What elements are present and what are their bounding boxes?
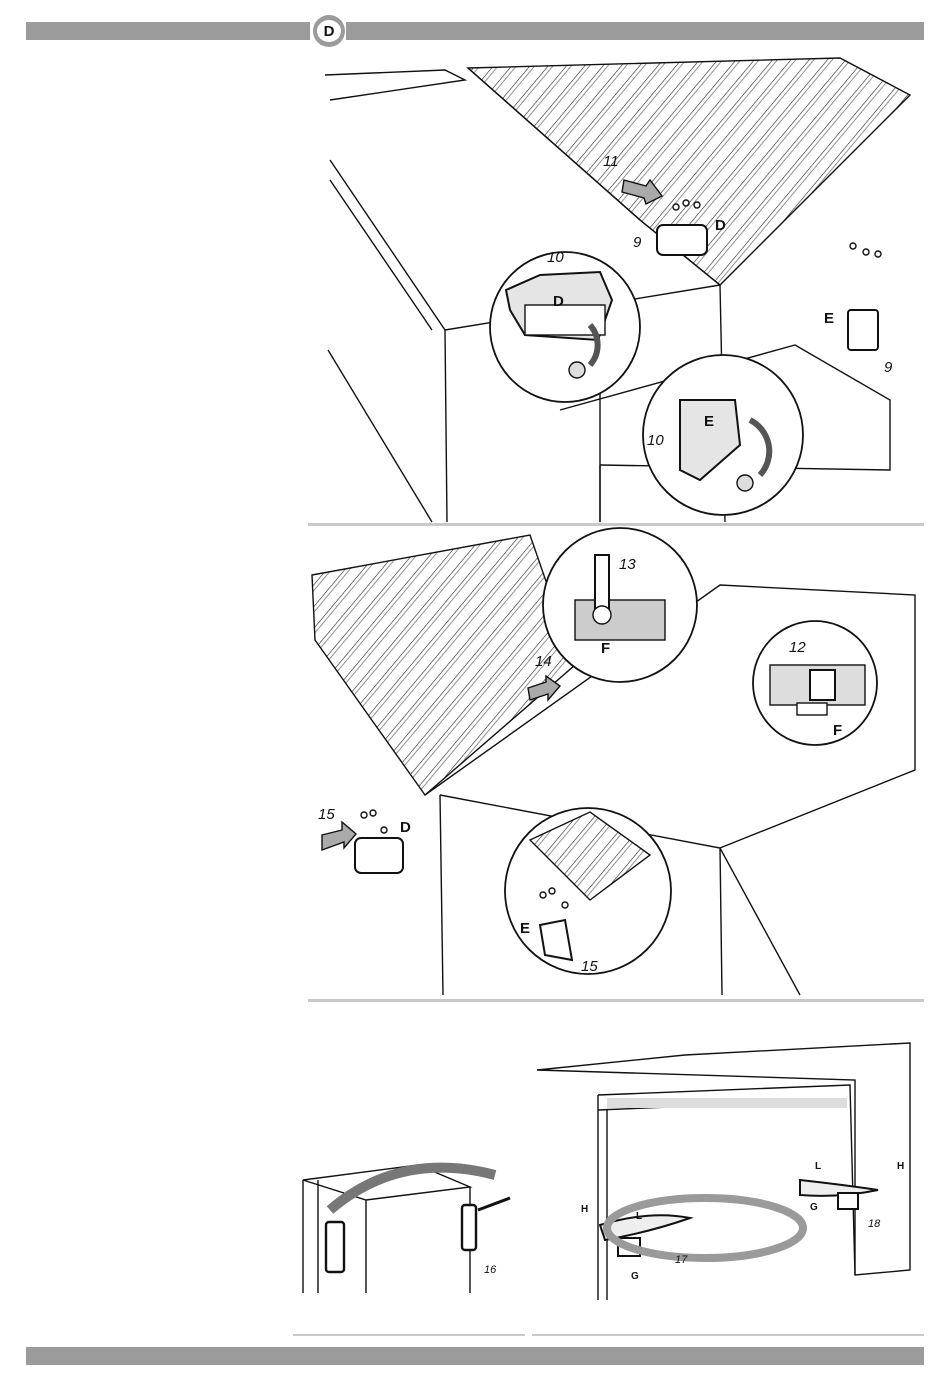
panel-3-labels: H L G H L G 16 17 18 [484, 1161, 904, 1282]
label-h-back: H [897, 1161, 904, 1172]
label-l-front: L [636, 1211, 642, 1222]
step-14: 14 [535, 653, 552, 670]
step-10-right: 10 [647, 432, 664, 449]
label-d-detail: D [553, 293, 564, 310]
label-d-hinge: D [715, 217, 726, 234]
label-f-detail-12: F [833, 722, 842, 739]
step-11: 11 [603, 153, 619, 170]
label-g-back: G [810, 1202, 818, 1213]
label-e-bracket-2: E [520, 920, 530, 937]
step-18: 18 [868, 1218, 881, 1230]
label-h-front: H [581, 1204, 588, 1215]
label-e-bracket: E [824, 310, 834, 327]
step-15-detail: 15 [581, 958, 598, 975]
label-l-back: L [815, 1161, 821, 1172]
label-g-front: G [631, 1271, 639, 1282]
step-17: 17 [675, 1254, 688, 1266]
step-15-left: 15 [318, 806, 335, 823]
step-13: 13 [619, 556, 636, 573]
panel-2-illustration [312, 528, 915, 995]
step-9-right: 9 [884, 359, 893, 376]
step-12: 12 [789, 639, 806, 656]
step-16: 16 [484, 1264, 497, 1276]
label-e-detail: E [704, 413, 714, 430]
step-9-left: 9 [633, 234, 642, 251]
label-f-detail-13: F [601, 640, 610, 657]
label-d-hinge-2: D [400, 819, 411, 836]
panel-1-illustration [325, 58, 910, 522]
step-10-left: 10 [547, 249, 564, 266]
